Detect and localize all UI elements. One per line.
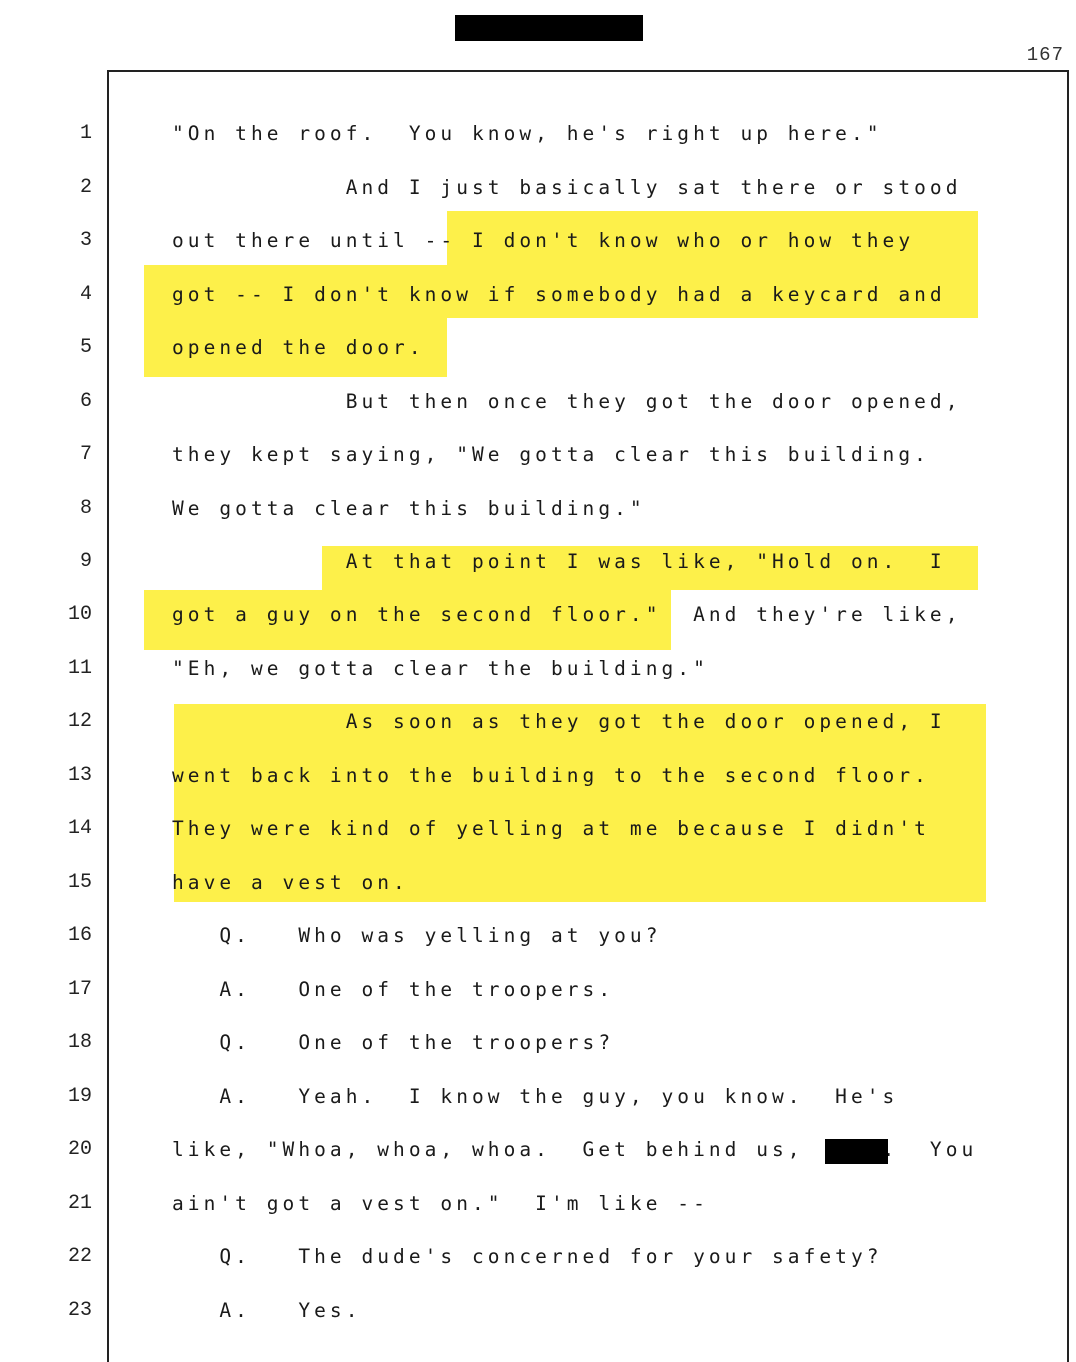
line-number: 15 [67, 871, 92, 894]
transcript-line: But then once they got the door opened, [172, 390, 962, 413]
line-number: 22 [67, 1245, 92, 1268]
line-number: 16 [67, 924, 92, 947]
transcript-line: As soon as they got the door opened, I [172, 710, 946, 733]
line-number: 4 [79, 283, 92, 306]
highlight-lines-3-5a [447, 211, 978, 318]
highlight-lines-12-15 [174, 704, 986, 902]
line-number: 12 [67, 710, 92, 733]
line-number: 14 [67, 817, 92, 840]
line-number: 20 [67, 1138, 92, 1161]
page-number: 167 [1026, 44, 1064, 66]
transcript-line: went back into the building to the secon… [172, 764, 930, 787]
line-number: 13 [67, 764, 92, 787]
line-number: 21 [67, 1192, 92, 1215]
line-number: 8 [79, 497, 92, 520]
line-number: 1 [79, 122, 92, 145]
transcript-line: out there until -- I don't know who or h… [172, 229, 915, 252]
transcript-frame [107, 70, 1069, 1362]
line-number: 5 [79, 336, 92, 359]
line-number: 7 [79, 443, 92, 466]
highlight-lines-4-5b [144, 265, 447, 377]
line-number: 3 [79, 229, 92, 252]
transcript-line: like, "Whoa, whoa, whoa. Get behind us, … [172, 1138, 978, 1161]
header-redaction [455, 15, 643, 41]
transcript-line: We gotta clear this building." [172, 497, 646, 520]
transcript-line: A. One of the troopers. [172, 978, 615, 1001]
line-number: 9 [79, 550, 92, 573]
transcript-line: At that point I was like, "Hold on. I [172, 550, 946, 573]
transcript-line: A. Yes. [172, 1299, 362, 1322]
line-number: 6 [79, 390, 92, 413]
line-number: 17 [67, 978, 92, 1001]
transcript-line: got -- I don't know if somebody had a ke… [172, 283, 946, 306]
transcript-line: opened the door. [172, 336, 425, 359]
line-number: 18 [67, 1031, 92, 1054]
transcript-line: "Eh, we gotta clear the building." [172, 657, 709, 680]
transcript-line: got a guy on the second floor." And they… [172, 603, 962, 626]
line-number: 10 [67, 603, 92, 626]
line-number: 2 [79, 176, 92, 199]
transcript-line: "On the roof. You know, he's right up he… [172, 122, 883, 145]
line-number: 23 [67, 1299, 92, 1322]
transcript-line: And I just basically sat there or stood [172, 176, 962, 199]
name-redaction [825, 1139, 888, 1164]
transcript-line: They were kind of yelling at me because … [172, 817, 930, 840]
transcript-line: have a vest on. [172, 871, 409, 894]
transcript-line: A. Yeah. I know the guy, you know. He's [172, 1085, 899, 1108]
transcript-line: Q. Who was yelling at you? [172, 924, 662, 947]
transcript-line: they kept saying, "We gotta clear this b… [172, 443, 930, 466]
transcript-line: Q. The dude's concerned for your safety? [172, 1245, 883, 1268]
line-number: 19 [67, 1085, 92, 1108]
highlight-line-10 [144, 590, 671, 650]
line-number: 11 [67, 657, 92, 680]
transcript-line: ain't got a vest on." I'm like -- [172, 1192, 709, 1215]
highlight-line-9 [322, 546, 978, 590]
transcript-line: Q. One of the troopers? [172, 1031, 615, 1054]
